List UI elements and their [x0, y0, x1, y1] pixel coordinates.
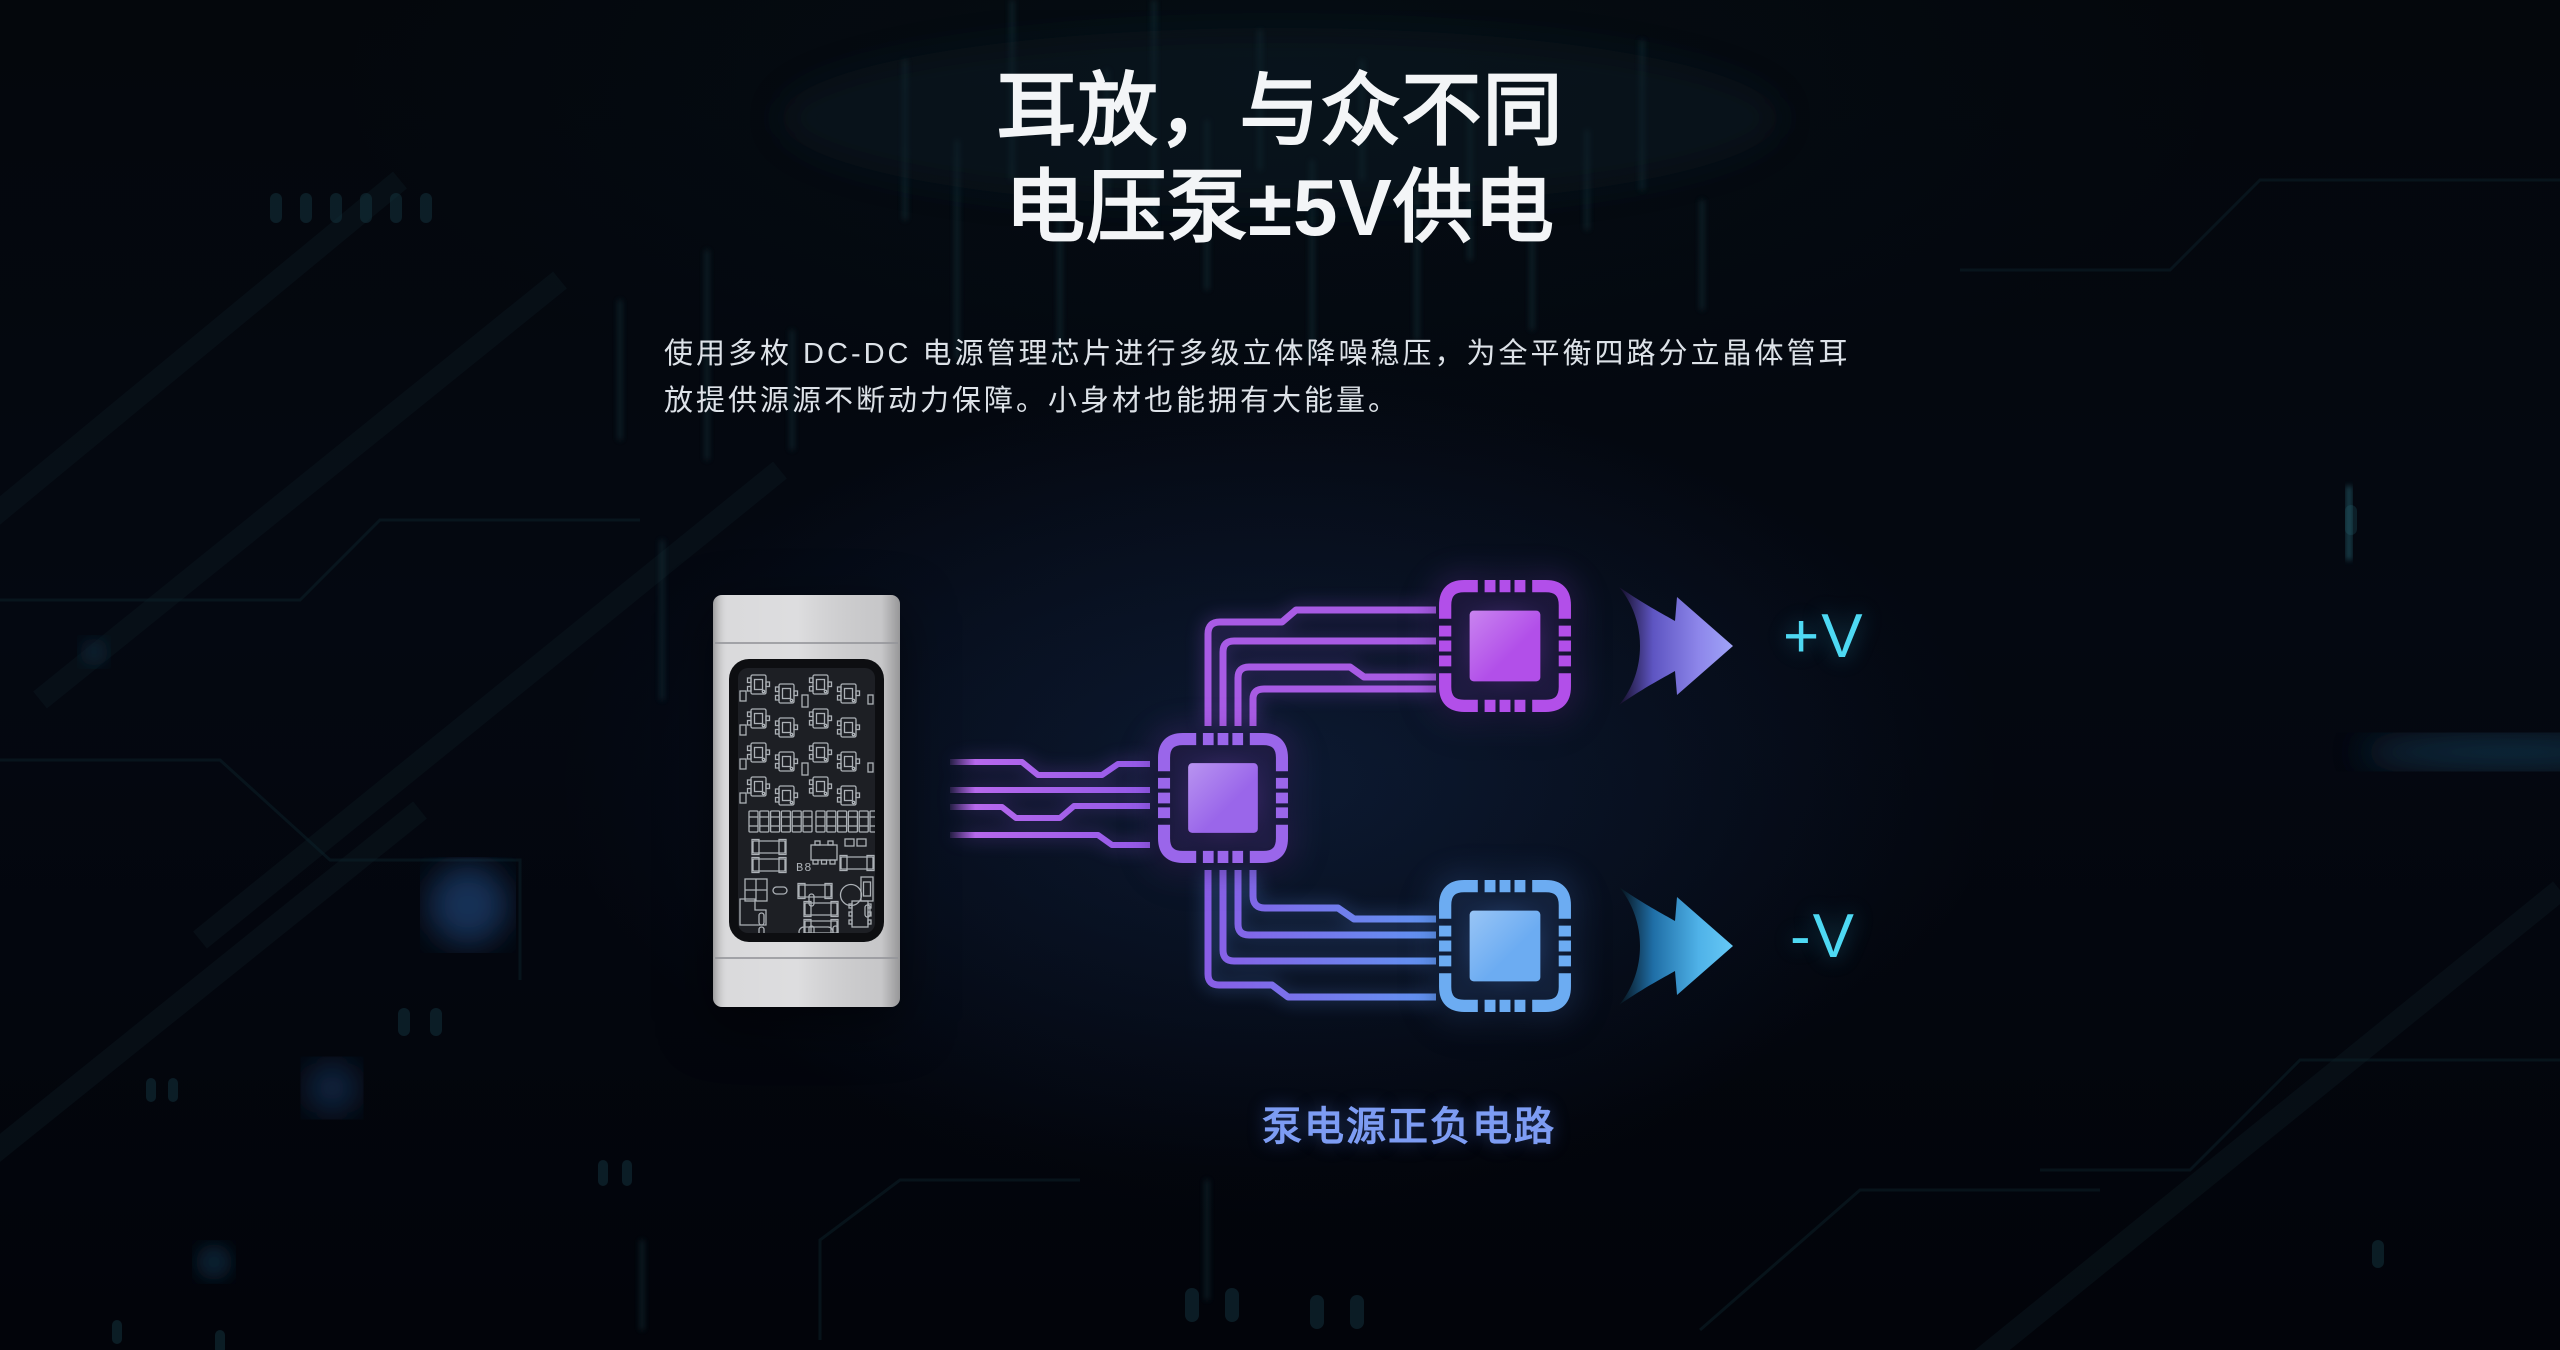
- arrow-right-icon-positive: [1619, 587, 1733, 705]
- page-title: 耳放，与众不同 电压泵±5V供电: [0, 62, 2560, 256]
- output-negative-label: -V: [1790, 902, 1856, 971]
- description-line2: 放提供源源不断动力保障。小身材也能拥有大能量。: [664, 385, 1401, 417]
- description-line1: 使用多枚 DC-DC 电源管理芯片进行多级立体降噪稳压，为全平衡四路分立晶体管耳: [664, 338, 1851, 370]
- bokeh-glows: [80, 28, 2560, 1280]
- arrow-right-icon-negative: [1619, 887, 1733, 1005]
- trace-input-bundle: [950, 759, 1150, 848]
- chip-icon-center-regulator: [1164, 739, 1282, 857]
- thin-circuit-traces: [0, 178, 2560, 1340]
- diagonal-traces: [0, 171, 2560, 1350]
- pcb-components: B8: [739, 674, 875, 933]
- page-description: 使用多枚 DC-DC 电源管理芯片进行多级立体降噪稳压，为全平衡四路分立晶体管耳…: [664, 331, 1851, 425]
- page-title-line2: 电压泵±5V供电: [1005, 163, 1555, 252]
- sot23-component: [810, 840, 838, 865]
- solder-pads: [112, 193, 2384, 1350]
- pcb-marking: B8: [796, 861, 812, 875]
- trace-negative-bundle: [1204, 870, 1436, 1001]
- output-positive-label: +V: [1783, 602, 1865, 671]
- dongle-amp-device: B8: [713, 595, 900, 1007]
- page-title-line1: 耳放，与众不同: [996, 66, 1564, 155]
- trace-positive-bundle: [1204, 606, 1436, 726]
- bright-streak: [2346, 486, 2352, 560]
- diagram-caption: 泵电源正负电路: [1262, 1105, 1556, 1149]
- chip-icon-negative-rail: [1445, 886, 1565, 1006]
- pcb-board: [738, 668, 875, 933]
- chip-icon-positive-rail: [1445, 586, 1565, 706]
